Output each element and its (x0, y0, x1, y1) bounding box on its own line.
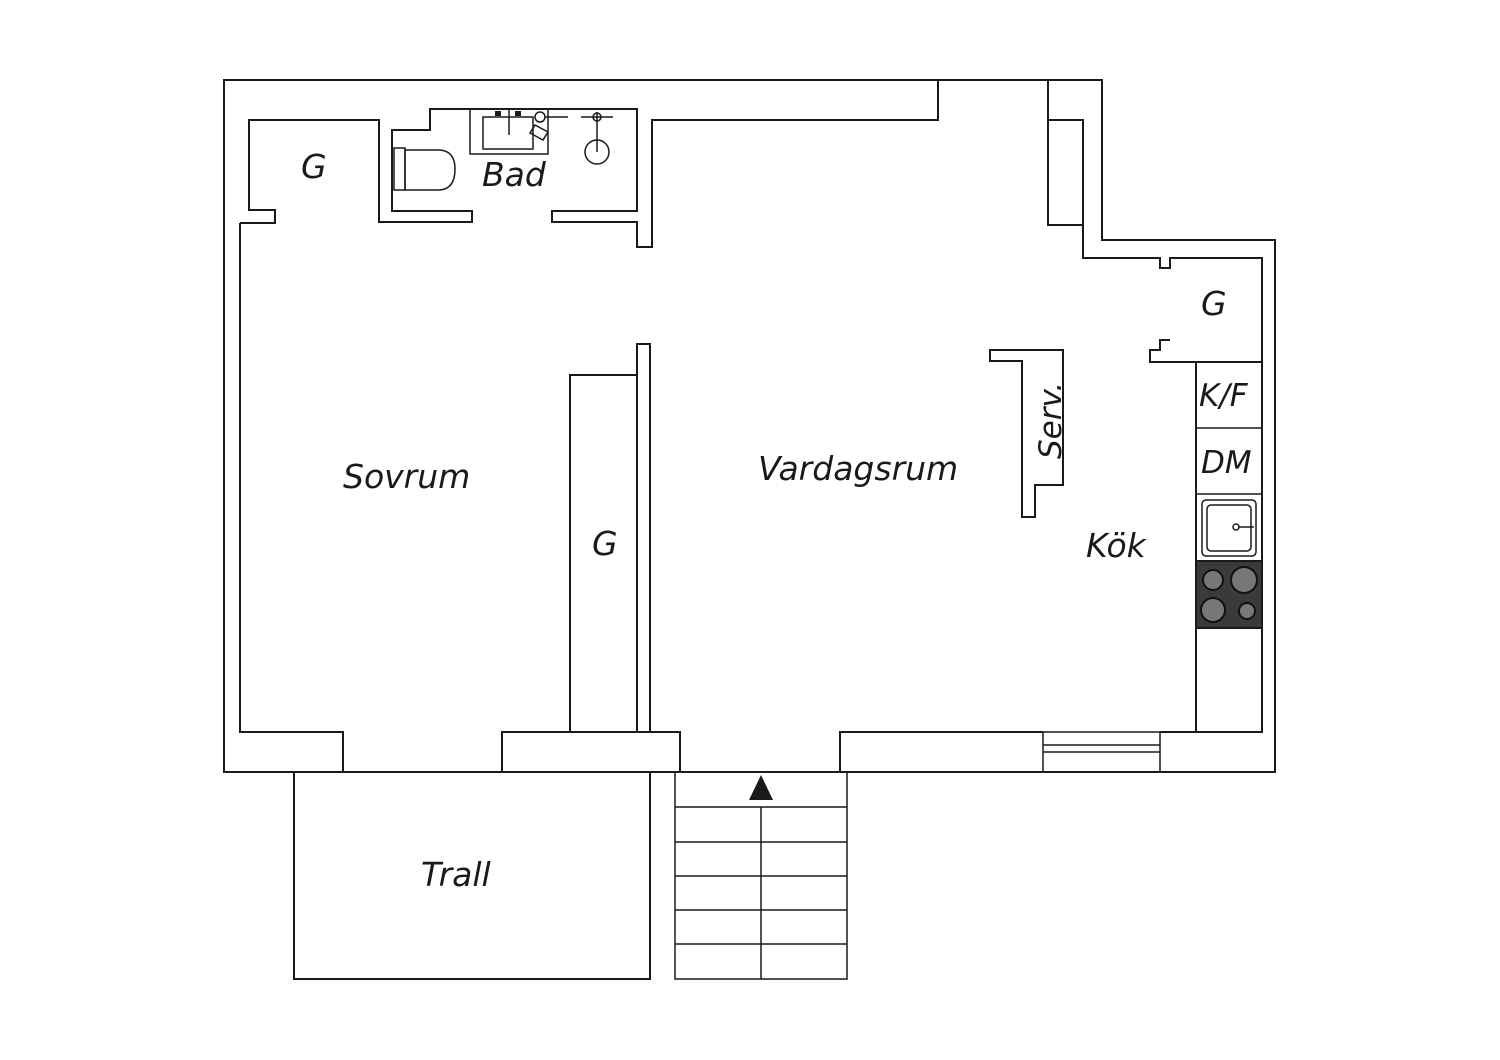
label-trall: Trall (421, 855, 491, 894)
terrace (293, 772, 651, 980)
partition-wall (636, 343, 651, 733)
label-garderob-sovrum: G (301, 147, 327, 186)
label-vardagsrum: Vardagsrum (758, 449, 958, 488)
hall-wardrobe (569, 374, 638, 733)
right-wardrobe-walls (1047, 80, 1262, 363)
bath-walls (240, 108, 473, 224)
kitchen-counter (1195, 361, 1263, 733)
entrance-arrow-icon (749, 775, 773, 800)
label-sovrum: Sovrum (343, 457, 470, 496)
label-garderob-kok: G (1201, 284, 1227, 323)
label-garderob-hall: G (592, 524, 618, 563)
label-fridge-freezer: K/F (1199, 378, 1249, 414)
shower-icon (581, 112, 613, 165)
label-dishwasher: DM (1201, 445, 1252, 481)
stove-icon (1195, 560, 1263, 629)
front-window (1042, 731, 1161, 773)
serving-unit (989, 349, 1064, 518)
entrance-stairs (674, 771, 848, 980)
label-serv: Serv. (1033, 382, 1069, 459)
outer-walls (223, 79, 1276, 773)
label-bad: Bad (482, 155, 547, 194)
bath-sink-icon (469, 108, 568, 155)
toilet-icon (393, 147, 456, 191)
sink-icon (1201, 499, 1257, 557)
label-kok: Kök (1086, 526, 1148, 565)
